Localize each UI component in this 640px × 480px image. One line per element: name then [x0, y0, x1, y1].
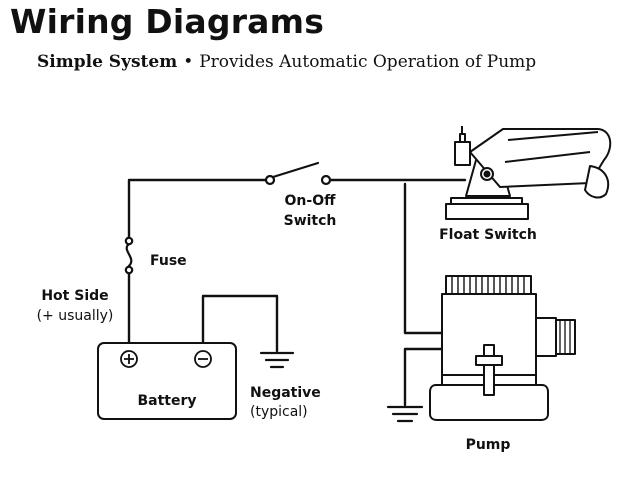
battery: [97, 342, 237, 420]
pump-label: Pump: [466, 437, 511, 453]
wire-float-to-pump: [403, 182, 444, 335]
on-off-switch: [264, 161, 332, 186]
ground-symbol-battery: [259, 351, 295, 369]
fuse-label: Fuse: [150, 253, 187, 269]
pump-illustration: [429, 275, 576, 421]
page-title: Wiring Diagrams: [10, 2, 325, 41]
float-switch-illustration: [445, 126, 612, 220]
hot-side-note: (+ usually): [37, 308, 114, 324]
fuse-symbol: [124, 236, 134, 275]
subtitle: Simple System•Provides Automatic Operati…: [37, 52, 536, 72]
negative-label: Negative: [250, 385, 321, 401]
negative-note: (typical): [250, 404, 308, 420]
wire-battery-negative: [201, 294, 279, 353]
battery-label: Battery: [137, 393, 196, 409]
on-off-label-line2: Switch: [284, 213, 337, 229]
hot-side-label: Hot Side: [41, 288, 108, 304]
subtitle-separator: •: [183, 52, 194, 72]
float-switch-label: Float Switch: [439, 227, 537, 243]
on-off-label-line1: On-Off: [285, 193, 337, 209]
subtitle-description: Provides Automatic Operation of Pump: [199, 52, 537, 72]
ground-symbol-pump: [386, 405, 424, 423]
subtitle-system: Simple System: [37, 52, 178, 72]
wire-pump-ground: [403, 347, 444, 407]
wire-hot-upper: [127, 178, 268, 246]
